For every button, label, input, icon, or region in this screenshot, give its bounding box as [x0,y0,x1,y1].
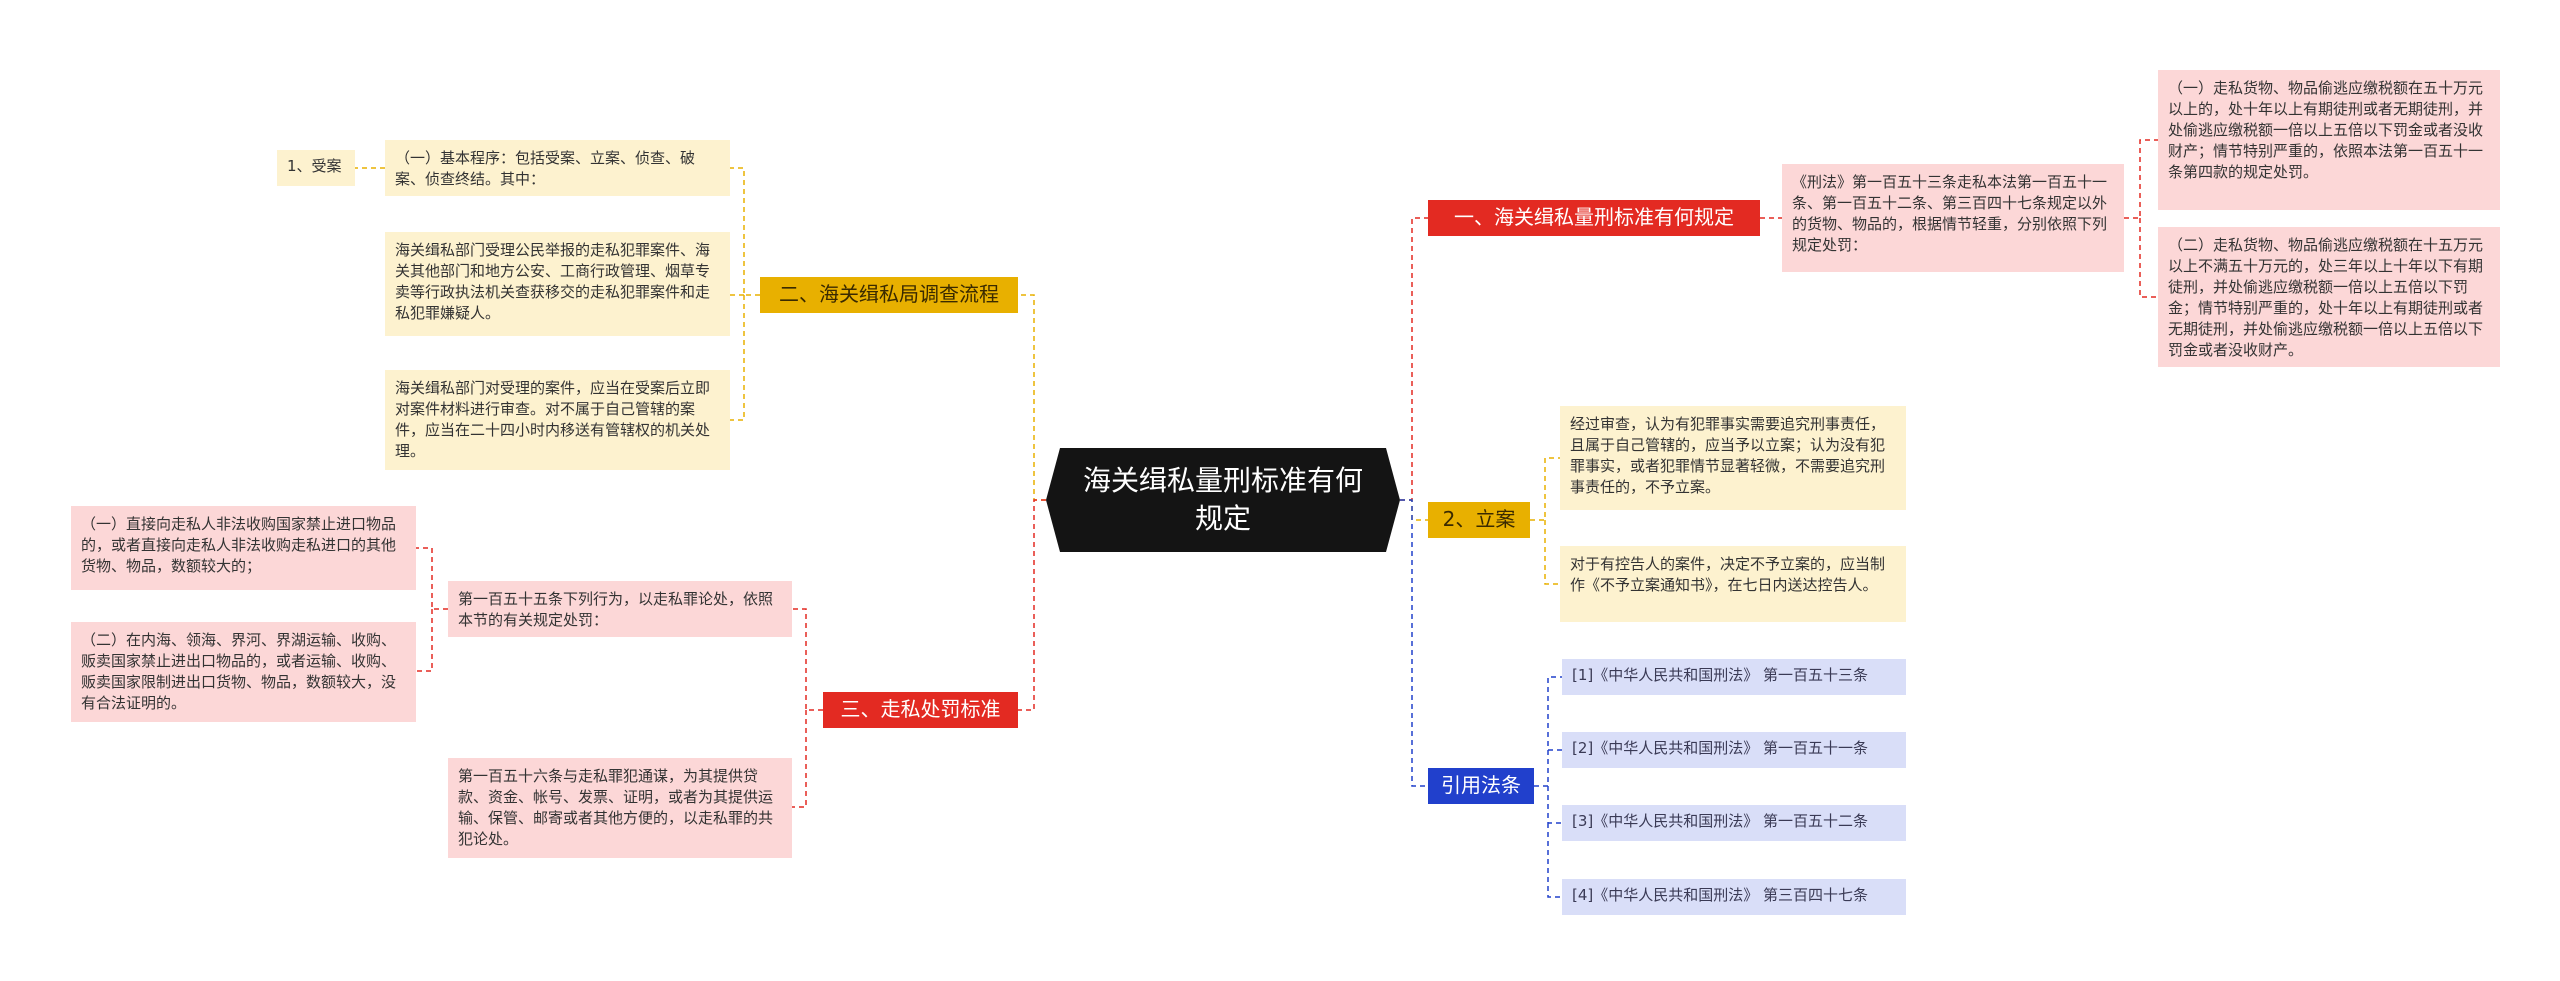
case-material-review[interactable]: 海关缉私部门对受理的案件，应当在受案后立即对案件材料进行审查。对不属于自己管辖的… [385,370,730,470]
link-center-b1 [1400,217,1428,501]
article-155-item-1[interactable]: （一）直接向走私人非法收购国家禁止进口物品的，或者直接向走私人非法收购走私进口的… [71,506,416,590]
branch-label: 二、海关缉私局调查流程 [779,282,999,306]
branch-smuggling-penalties[interactable]: 三、走私处罚标准 [823,692,1018,728]
link-b5-items [792,608,823,808]
case-intake-scope[interactable]: 海关缉私部门受理公民举报的走私犯罪案件、海关其他部门和地方公安、工商行政管理、烟… [385,232,730,336]
center-topic[interactable]: 海关缉私量刑标准有何规定 [1046,448,1400,552]
link-b3-refs [1534,676,1562,898]
case-filing-notice[interactable]: 对于有控告人的案件，决定不予立案的，应当制作《不予立案通知书》，在七日内送达控告… [1560,546,1906,622]
law-reference-4[interactable]: [4]《中华人民共和国刑法》 第三百四十七条 [1562,879,1906,915]
branch-label: 2、立案 [1442,507,1516,531]
criminal-law-article-153[interactable]: 《刑法》第一百五十三条走私本法第一百五十一条、第一百五十二条、第三百四十七条规定… [1782,164,2124,272]
law-reference-1[interactable]: [1]《中华人民共和国刑法》 第一百五十三条 [1562,659,1906,695]
link-center-b3 [1400,499,1428,787]
link-b5item1-subs [416,547,448,672]
link-b1detail-items [2124,139,2158,298]
branch-label: 引用法条 [1441,773,1521,797]
link-center-b4 [1018,294,1046,501]
case-acceptance[interactable]: 1、受案 [277,150,355,186]
branch-label: 三、走私处罚标准 [840,697,1001,721]
link-center-b2 [1400,499,1428,521]
case-filing-review[interactable]: 经过审查，认为有犯罪事实需要追究刑事责任，且属于自己管辖的，应当予以立案；认为没… [1560,406,1906,510]
sentencing-item-2[interactable]: （二）走私货物、物品偷逃应缴税额在十五万元以上不满五十万元的，处三年以上十年以下… [2158,227,2500,367]
branch-case-filing[interactable]: 2、立案 [1428,502,1530,538]
article-155-item-2[interactable]: （二）在内海、领海、界河、界湖运输、收购、贩卖国家禁止进出口物品的，或者运输、收… [71,622,416,722]
criminal-law-article-156[interactable]: 第一百五十六条与走私罪犯通谋，为其提供贷款、资金、帐号、发票、证明，或者为其提供… [448,758,792,858]
link-b4-items [730,167,760,421]
link-b2-items [1530,457,1560,585]
branch-label: 一、海关缉私量刑标准有何规定 [1454,205,1734,229]
branch-sentencing-standards[interactable]: 一、海关缉私量刑标准有何规定 [1428,200,1760,236]
law-reference-2[interactable]: [2]《中华人民共和国刑法》 第一百五十一条 [1562,732,1906,768]
sentencing-item-1[interactable]: （一）走私货物、物品偷逃应缴税额在五十万元以上的，处十年以上有期徒刑或者无期徒刑… [2158,70,2500,210]
law-reference-3[interactable]: [3]《中华人民共和国刑法》 第一百五十二条 [1562,805,1906,841]
link-center-b5 [1018,499,1046,711]
branch-cited-laws[interactable]: 引用法条 [1428,768,1534,804]
criminal-law-article-155[interactable]: 第一百五十五条下列行为，以走私罪论处，依照本节的有关规定处罚： [448,581,792,637]
basic-procedure[interactable]: （一）基本程序：包括受案、立案、侦查、破案、侦查终结。其中： [385,140,730,196]
center-topic-label: 海关缉私量刑标准有何规定 [1082,464,1363,535]
branch-investigation-process[interactable]: 二、海关缉私局调查流程 [760,277,1018,313]
